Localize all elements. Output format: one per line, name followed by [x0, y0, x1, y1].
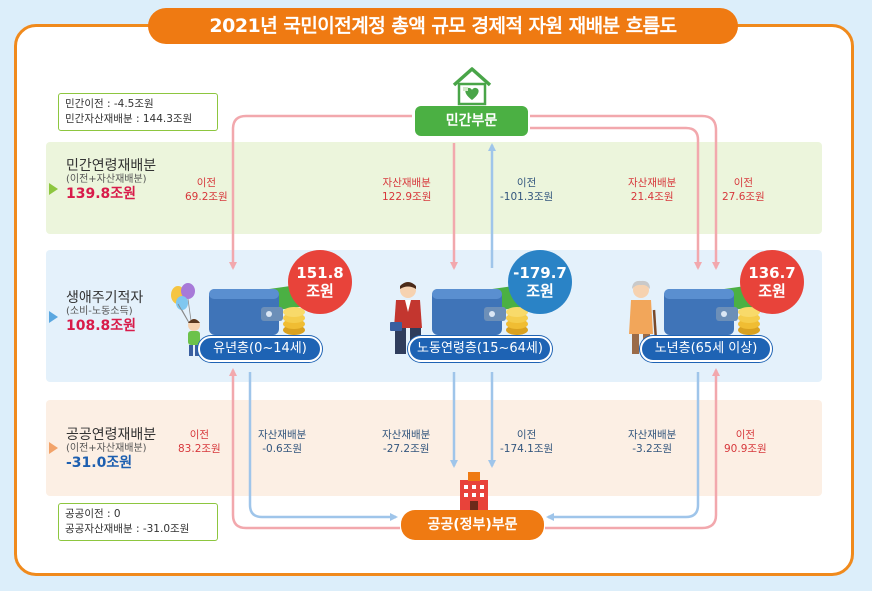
flow-type: 자산재배분	[382, 177, 431, 189]
child-balloon-icon	[171, 283, 200, 356]
band-title: 공공연령재배분	[66, 427, 157, 443]
flow-label-working-transfer: 이전 -101.3조원	[500, 176, 553, 204]
flow-value: 90.9조원	[724, 443, 767, 456]
flow-label-youth-transfer: 이전 69.2조원	[185, 176, 228, 204]
band-label-public: 공공연령재배분 (이전+자산재배분) -31.0조원	[66, 427, 156, 471]
coin-stack-icon	[283, 307, 305, 335]
flow-arrow	[530, 126, 702, 270]
flow-label-elderly-transfer: 이전 27.6조원	[722, 176, 765, 204]
flow-type: 이전	[516, 429, 537, 441]
flow-type: 이전	[516, 177, 537, 189]
bubble-value: -179.7	[513, 264, 567, 282]
private-info-box: 민간이전 : -4.5조원 민간자산재배분 : 144.3조원	[58, 93, 218, 132]
band-subtitle: (소비-노동소득)	[66, 306, 133, 318]
flow-arrow	[530, 114, 720, 270]
government-building-icon	[460, 472, 488, 510]
flow-arrow	[229, 368, 400, 530]
flow-value: 21.4조원	[630, 191, 674, 204]
flow-value: -0.6조원	[262, 443, 303, 456]
coin-stack-icon	[738, 307, 760, 335]
band-label-private: 민간연령재배분 (이전+자산재배분) 139.8조원	[66, 158, 156, 202]
band-value: 139.8조원	[66, 185, 137, 202]
flow-arrow	[229, 114, 412, 270]
flow-value: 122.9조원	[382, 191, 432, 204]
band-subtitle: (이전+자산재배분)	[66, 443, 147, 455]
flow-type: 자산재배분	[382, 429, 431, 441]
flow-value: 27.6조원	[722, 191, 765, 204]
band-marker-icon	[49, 183, 58, 195]
flow-type: 이전	[196, 177, 217, 189]
band-title: 생애주기적자	[66, 290, 144, 306]
flow-label-working-transfer-public: 이전 -174.1조원	[500, 428, 553, 456]
flow-type: 자산재배분	[258, 429, 307, 441]
band-title: 민간연령재배분	[66, 158, 157, 174]
band-value: 108.8조원	[66, 317, 137, 334]
private-sector-node: 민간부문	[415, 106, 528, 136]
flow-value: -3.2조원	[632, 443, 673, 456]
youth-group-label: 유년층(0~14세)	[198, 336, 322, 362]
bubble-value: 151.8	[296, 264, 344, 282]
flow-label-elderly-asset-public: 자산재배분 -3.2조원	[628, 428, 676, 456]
bubble-unit: 조원	[758, 282, 786, 300]
info-line: 공공이전 : 0	[65, 508, 121, 520]
public-info-box: 공공이전 : 0 공공자산재배분 : -31.0조원	[58, 503, 218, 542]
bubble-value: 136.7	[748, 264, 796, 282]
working-group-label: 노동연령층(15~64세)	[408, 336, 552, 362]
flow-type: 자산재배분	[628, 177, 677, 189]
flow-value: 69.2조원	[185, 191, 228, 204]
flow-label-youth-asset: 자산재배분 -0.6조원	[258, 428, 306, 456]
flow-label-elderly-asset: 자산재배분 21.4조원	[628, 176, 676, 204]
flow-label-working-asset: 자산재배분 122.9조원	[382, 176, 431, 204]
band-marker-icon	[49, 311, 58, 323]
band-label-lifecycle: 생애주기적자 (소비-노동소득) 108.8조원	[66, 290, 143, 334]
flow-label-public-youth-transfer: 이전 83.2조원	[178, 428, 221, 456]
flow-type: 이전	[735, 429, 756, 441]
info-line: 공공자산재배분 : -31.0조원	[65, 523, 190, 536]
working-value-bubble: -179.7 조원	[508, 250, 572, 314]
flow-type: 자산재배분	[628, 429, 677, 441]
elderly-value-bubble: 136.7 조원	[740, 250, 804, 314]
house-icon	[452, 67, 492, 106]
coin-stack-icon	[506, 307, 528, 335]
info-line: 민간자산재배분 : 144.3조원	[65, 113, 193, 126]
wallet-icon	[664, 284, 758, 335]
wallet-icon	[432, 284, 526, 335]
public-sector-node: 공공(정부)부문	[401, 510, 544, 540]
info-line: 민간이전 : -4.5조원	[65, 98, 154, 110]
bubble-unit: 조원	[306, 282, 334, 300]
flow-value: 83.2조원	[178, 443, 221, 456]
band-marker-icon	[49, 442, 58, 454]
flow-arrow	[546, 372, 700, 521]
flow-label-working-asset-public: 자산재배분 -27.2조원	[382, 428, 430, 456]
band-private-age	[46, 142, 822, 234]
flow-value: -174.1조원	[500, 443, 554, 456]
flow-label-public-elderly-transfer: 이전 90.9조원	[724, 428, 767, 456]
flow-value: -101.3조원	[500, 191, 554, 204]
flow-type: 이전	[189, 429, 210, 441]
youth-value-bubble: 151.8 조원	[288, 250, 352, 314]
diagram-title: 2021년 국민이전계정 총액 규모 경제적 자원 재배분 흐름도	[148, 8, 738, 44]
elderly-group-label: 노년층(65세 이상)	[640, 336, 772, 362]
bubble-unit: 조원	[526, 282, 554, 300]
band-subtitle: (이전+자산재배분)	[66, 174, 147, 186]
flow-value: -27.2조원	[382, 443, 430, 456]
band-public-age	[46, 400, 822, 496]
band-value: -31.0조원	[66, 454, 133, 471]
flow-arrow	[545, 368, 720, 530]
flow-arrow	[248, 372, 398, 521]
flow-type: 이전	[733, 177, 754, 189]
